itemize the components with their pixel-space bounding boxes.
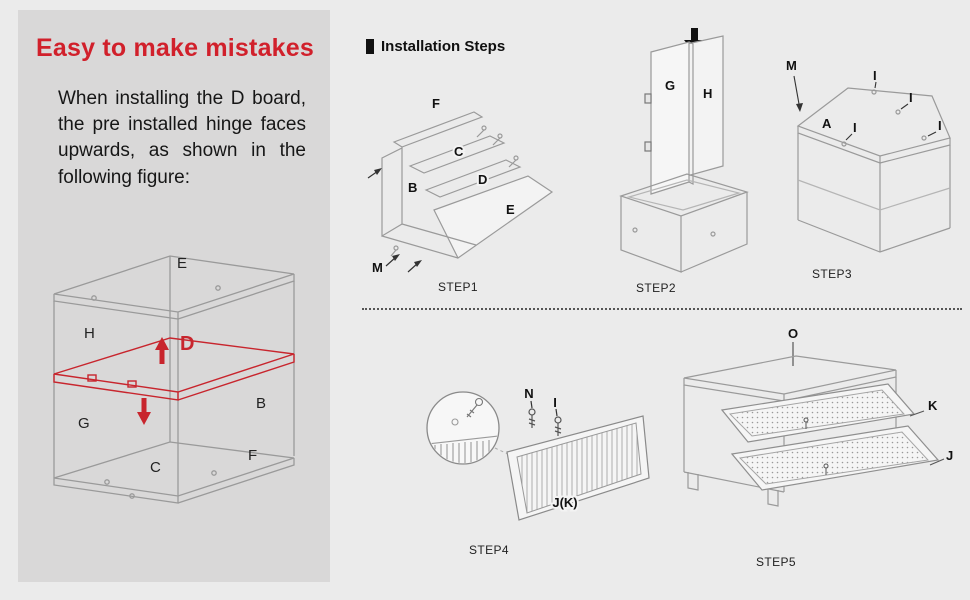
label-b: B xyxy=(408,180,417,195)
step4-panel xyxy=(506,415,650,521)
label-e: E xyxy=(177,255,187,272)
label-d: D xyxy=(180,333,194,355)
step1-caption: STEP1 xyxy=(437,280,478,294)
label-o: O xyxy=(788,326,798,341)
label-i4: I xyxy=(853,120,857,135)
step5-flap-k xyxy=(720,383,916,443)
step5-leaders xyxy=(909,410,945,466)
step2-caption: STEP2 xyxy=(635,281,676,295)
step3-caption: STEP3 xyxy=(811,267,852,281)
step4-figure: N I J(K) xyxy=(426,386,650,521)
step5-figure: O K J xyxy=(683,326,953,507)
step3-drawing xyxy=(796,87,951,253)
label-k: K xyxy=(928,398,938,413)
label-d: D xyxy=(478,172,487,187)
label-g: G xyxy=(665,78,675,93)
step4-screws xyxy=(528,400,562,436)
label-f: F xyxy=(432,96,440,111)
label-c: C xyxy=(150,459,161,476)
step1-figure: F C D B E M xyxy=(367,96,554,275)
label-h: H xyxy=(84,325,95,342)
label-i2: I xyxy=(909,90,913,105)
step1-drawing xyxy=(381,111,554,259)
warning-title: Easy to make mistakes xyxy=(36,34,314,62)
step2-drawing xyxy=(619,35,749,273)
d-board-red xyxy=(53,337,295,401)
step2-figure: G H xyxy=(619,28,749,273)
red-direction-arrows xyxy=(137,337,169,425)
label-h: H xyxy=(703,86,712,101)
warning-body-text: When installing the D board, the pre ins… xyxy=(58,88,306,188)
label-jk: J(K) xyxy=(552,495,577,510)
label-i: I xyxy=(553,395,557,410)
header-bar-icon xyxy=(366,39,374,54)
step4-caption: STEP4 xyxy=(468,543,509,557)
installation-steps-header: Installation Steps xyxy=(366,38,505,55)
cabinet-wireframe xyxy=(53,255,295,504)
step5-flap-j xyxy=(730,425,940,491)
label-m: M xyxy=(372,260,383,275)
label-n: N xyxy=(524,386,533,401)
dotted-divider xyxy=(362,308,962,310)
step1-arrows xyxy=(367,168,422,273)
label-i3: I xyxy=(938,118,942,133)
label-b: B xyxy=(256,395,266,412)
warning-figure: E H D G B C F xyxy=(53,255,295,504)
step3-arrows xyxy=(793,75,937,141)
label-g: G xyxy=(78,415,90,432)
label-j: J xyxy=(946,448,953,463)
label-i1: I xyxy=(873,68,877,83)
step3-figure: M A I I I I xyxy=(786,58,951,253)
step4-zoom-circle xyxy=(426,391,511,465)
label-m: M xyxy=(786,58,797,73)
label-a: A xyxy=(822,116,832,131)
label-f: F xyxy=(248,447,257,464)
label-e: E xyxy=(506,202,515,217)
header-text: Installation Steps xyxy=(381,38,506,55)
label-c: C xyxy=(454,144,464,159)
step5-caption: STEP5 xyxy=(755,555,796,569)
